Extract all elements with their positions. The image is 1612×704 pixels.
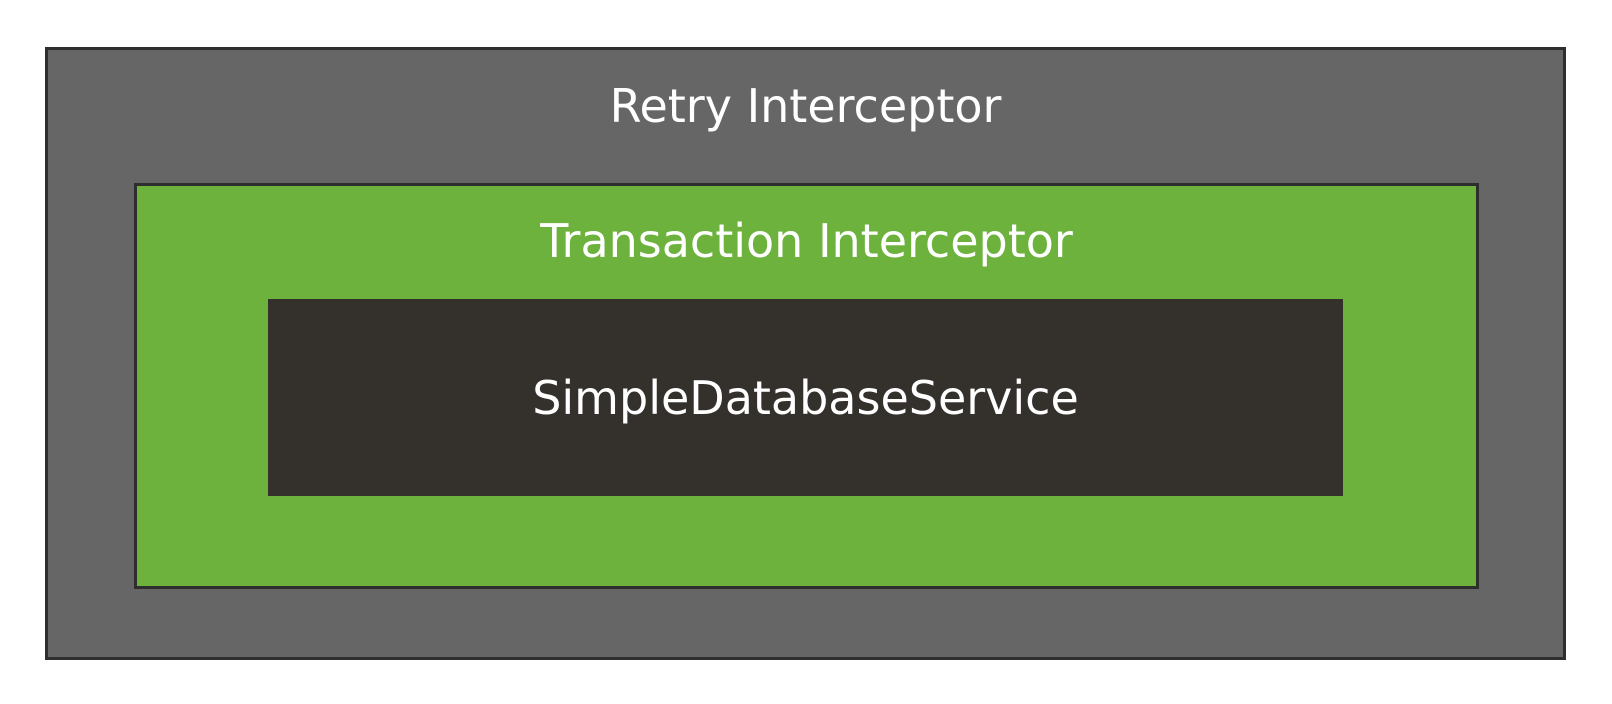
retry-interceptor-label: Retry Interceptor xyxy=(609,79,1002,133)
simple-database-service-label: SimpleDatabaseService xyxy=(532,371,1079,425)
retry-interceptor-box: Retry Interceptor Transaction Intercepto… xyxy=(45,47,1566,660)
simple-database-service-box: SimpleDatabaseService xyxy=(268,299,1343,496)
transaction-interceptor-label: Transaction Interceptor xyxy=(540,214,1073,268)
transaction-interceptor-box: Transaction Interceptor SimpleDatabaseSe… xyxy=(134,183,1479,589)
